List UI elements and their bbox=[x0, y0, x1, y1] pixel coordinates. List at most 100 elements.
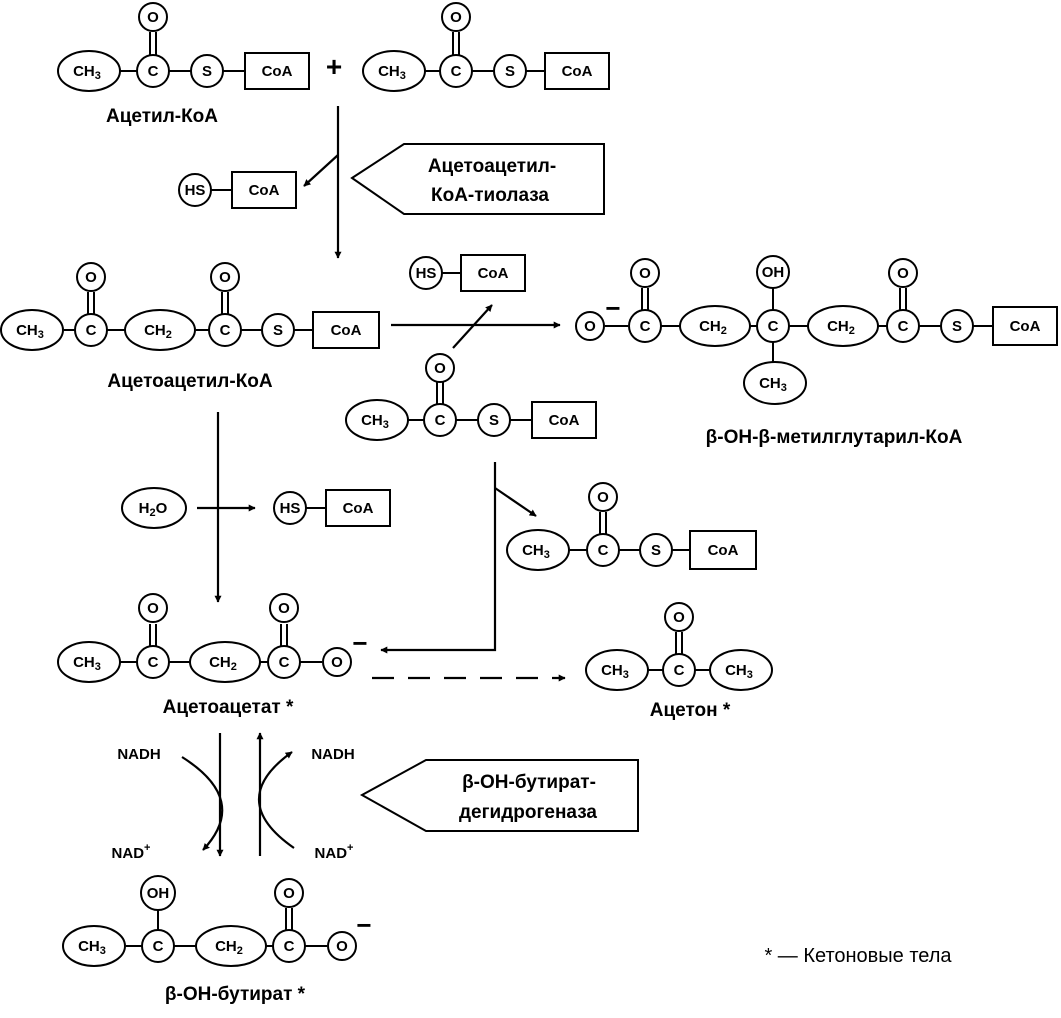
coa-text: CoA bbox=[343, 500, 374, 517]
acetyl1-ch3-text: CH3 bbox=[73, 63, 101, 83]
aacoa-ch3-atom: CH3 bbox=[0, 309, 64, 351]
coa-box: CoA bbox=[460, 254, 526, 292]
hs3-atom: HS bbox=[273, 491, 307, 525]
hmg-oh-text: OH bbox=[762, 264, 785, 281]
acetyl1-o-atom: O bbox=[138, 2, 168, 32]
acetyl3-ch3-text: CH3 bbox=[361, 412, 389, 432]
coa-box: CoA bbox=[544, 52, 610, 90]
coa-box: CoA bbox=[231, 171, 297, 209]
coa-text: CoA bbox=[478, 265, 509, 282]
nadh-left: NADH bbox=[117, 746, 160, 763]
aacoa-s-text: S bbox=[273, 322, 283, 339]
acetyl2-o-atom: O bbox=[441, 2, 471, 32]
coa-box: CoA bbox=[689, 530, 757, 570]
hmg-oh-atom: OH bbox=[756, 255, 790, 289]
coa-text: CoA bbox=[262, 63, 293, 80]
acetyl4-ch3-atom: CH3 bbox=[506, 529, 570, 571]
hmg-coa-label: β-ОН-β-метилглутарил-КоА bbox=[706, 427, 963, 448]
coa-box: CoA bbox=[992, 306, 1058, 346]
aacoa-s-atom: S bbox=[261, 313, 295, 347]
aacoa-ch2-text: CH2 bbox=[144, 322, 172, 342]
aa-o-minus-atom: O bbox=[322, 647, 352, 677]
coa-text: CoA bbox=[331, 322, 362, 339]
aa-ch3-atom: CH3 bbox=[57, 641, 121, 683]
hmg-o1-text: O bbox=[639, 265, 651, 282]
acetyl3-s-text: S bbox=[489, 412, 499, 429]
nadh-production-curve bbox=[257, 751, 295, 849]
hs-coa-release-arrow-1 bbox=[303, 154, 339, 187]
hmg-o5-text: O bbox=[897, 265, 909, 282]
hmg-c1-atom: C bbox=[628, 309, 662, 343]
bhb-ch3-text: CH3 bbox=[78, 938, 106, 958]
acetyl1-c-text: C bbox=[148, 63, 159, 80]
hmg-c3-atom: C bbox=[756, 309, 790, 343]
coa-text: CoA bbox=[708, 542, 739, 559]
acetone-ch3-right-text: CH3 bbox=[725, 662, 753, 682]
bond-layer bbox=[64, 32, 993, 947]
bhb-oh-text: OH bbox=[147, 885, 170, 902]
acetyl3-ch3-atom: CH3 bbox=[345, 399, 409, 441]
coa-box: CoA bbox=[325, 489, 391, 527]
negative-charge: − bbox=[605, 293, 620, 323]
coa-box: CoA bbox=[244, 52, 310, 90]
aa-c3-text: C bbox=[279, 654, 290, 671]
hmg-ch2-2-atom: CH2 bbox=[807, 305, 879, 347]
aa-ch3-text: CH3 bbox=[73, 654, 101, 674]
hs1-text: HS bbox=[185, 182, 206, 199]
aacoa-o1-text: O bbox=[85, 269, 97, 286]
aacoa-c2-text: C bbox=[220, 322, 231, 339]
nad-left: NAD+ bbox=[112, 842, 151, 862]
beta-hydroxybutyrate-label: β-ОН-бутират * bbox=[165, 984, 306, 1005]
aa-o1-text: O bbox=[147, 600, 159, 617]
aa-c1-atom: C bbox=[136, 645, 170, 679]
coa-box: CoA bbox=[312, 311, 380, 349]
acetyl3-s-atom: S bbox=[477, 403, 511, 437]
hs3-text: HS bbox=[280, 500, 301, 517]
hmg-s-atom: S bbox=[940, 309, 974, 343]
plus-operator: + bbox=[326, 51, 342, 82]
hmg-c1-text: C bbox=[640, 318, 651, 335]
aacoa-c1-text: C bbox=[86, 322, 97, 339]
aa-ch2-atom: CH2 bbox=[189, 641, 261, 683]
coa-text: CoA bbox=[562, 63, 593, 80]
hmg-ch2-2-text: CH2 bbox=[827, 318, 855, 338]
bhb-c1-atom: C bbox=[141, 929, 175, 963]
aacoa-ch2-atom: CH2 bbox=[124, 309, 196, 351]
hs2-atom: HS bbox=[409, 256, 443, 290]
acetone-ch3-left-text: CH3 bbox=[601, 662, 629, 682]
coa-text: CoA bbox=[249, 182, 280, 199]
acetyl4-s-text: S bbox=[651, 542, 661, 559]
nadh-consumption-curve bbox=[181, 756, 224, 851]
hs1-atom: HS bbox=[178, 173, 212, 207]
hmg-c3-text: C bbox=[768, 318, 779, 335]
acetone-label: Ацетон * bbox=[650, 700, 731, 721]
acetyl-coa-release-arrow bbox=[494, 487, 537, 517]
acetyl2-ch3-text: CH3 bbox=[378, 63, 406, 83]
hmg-ch3-atom: CH3 bbox=[743, 361, 807, 405]
dehydrogenase-line1: β-ОН-бутират- bbox=[462, 772, 596, 793]
acetone-ch3-right-atom: CH3 bbox=[709, 649, 773, 691]
hmg-s-text: S bbox=[952, 318, 962, 335]
bhb-o-minus-text: O bbox=[336, 938, 348, 955]
bhb-ch2-atom: CH2 bbox=[195, 925, 267, 967]
hmg-o-minus-atom: O bbox=[575, 311, 605, 341]
hmg-ch2-1-text: CH2 bbox=[699, 318, 727, 338]
negative-charge: − bbox=[356, 910, 371, 940]
acetyl3-c-text: C bbox=[435, 412, 446, 429]
acetoacetyl-coa-label: Ацетоацетил-КоА bbox=[107, 371, 273, 392]
dehydrogenase-line2: дегидрогеназа bbox=[459, 802, 597, 823]
coa-box: CoA bbox=[531, 401, 597, 439]
dehydrogenase-callout: β-ОН-бутират- дегидрогеназа bbox=[359, 759, 639, 832]
aacoa-o2-atom: O bbox=[210, 262, 240, 292]
acetyl2-c-atom: C bbox=[439, 54, 473, 88]
acetone-o-text: O bbox=[673, 609, 685, 626]
acetyl2-s-text: S bbox=[505, 63, 515, 80]
acetoacetate-label: Ацетоацетат * bbox=[163, 697, 294, 718]
bhb-ch3-atom: CH3 bbox=[62, 925, 126, 967]
hmg-c5-atom: C bbox=[886, 309, 920, 343]
bhb-oh-atom: OH bbox=[140, 875, 176, 911]
acetyl3-o-atom: O bbox=[425, 353, 455, 383]
acetone-o-atom: O bbox=[664, 602, 694, 632]
